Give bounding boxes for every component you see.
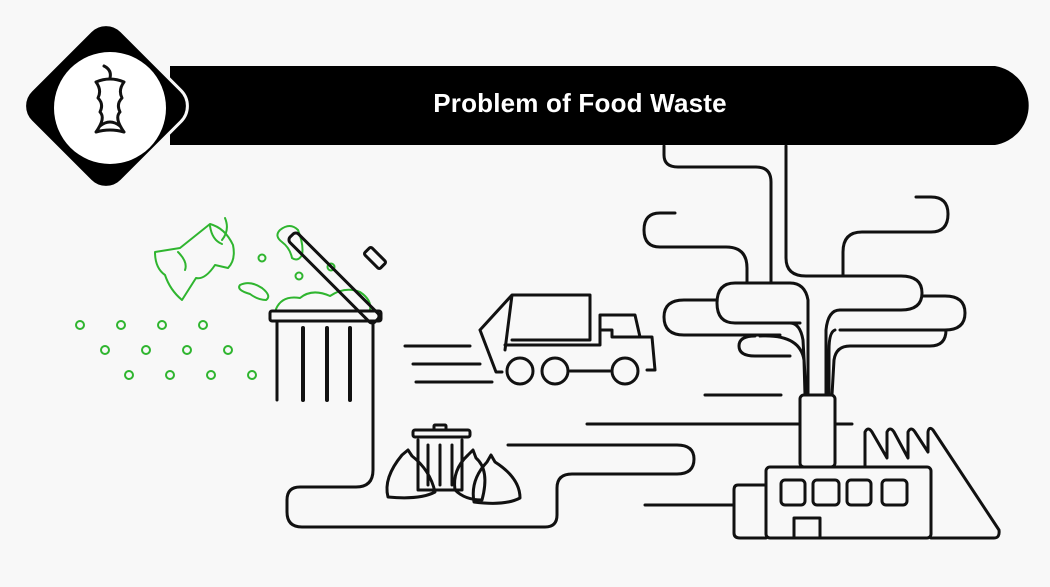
factory-icon <box>585 393 1001 540</box>
food-scraps <box>75 217 372 380</box>
crumb-dots <box>75 320 257 380</box>
title-banner <box>170 66 1029 145</box>
badge-diamond <box>23 23 189 189</box>
page-title: Problem of Food Waste <box>433 88 727 118</box>
garbage-bags-icon <box>385 423 522 505</box>
apple-core-icon <box>94 64 126 134</box>
garbage-truck-icon <box>403 293 657 386</box>
smoke-pipes-icon <box>642 144 967 397</box>
trash-can-icon <box>268 231 696 529</box>
